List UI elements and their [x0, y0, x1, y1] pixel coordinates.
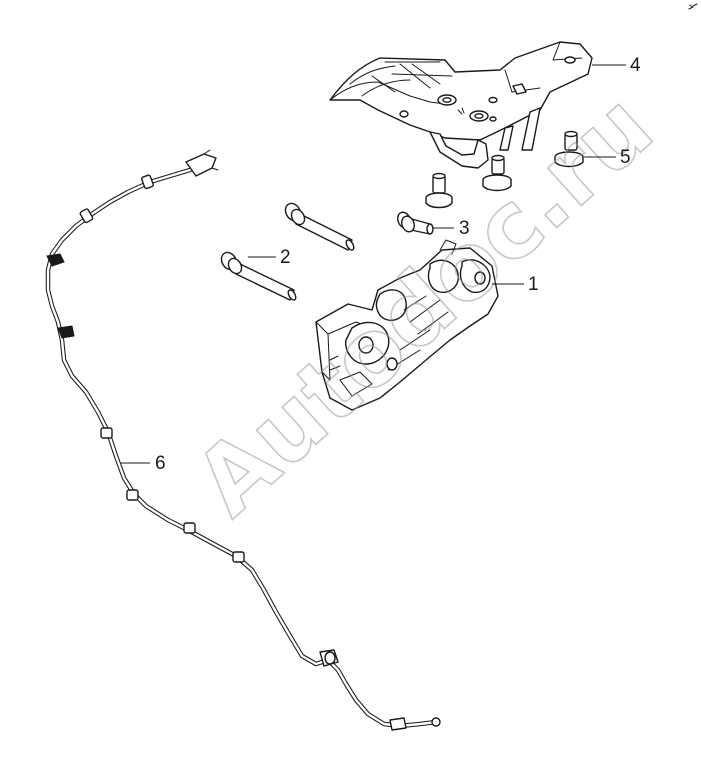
callout-2: 2 — [248, 247, 291, 268]
part-2-bolt-upper — [284, 202, 355, 251]
callout-label-4: 4 — [630, 55, 641, 76]
callout-label-3: 3 — [459, 218, 470, 239]
part-5-bolt-c — [425, 172, 453, 209]
callout-3: 3 — [432, 218, 470, 239]
part-2-bolt-lower — [220, 251, 297, 301]
callout-label-5: 5 — [620, 147, 631, 168]
part-1-latch — [315, 239, 499, 411]
corner-mark-icon — [688, 3, 698, 10]
callout-5: 5 — [583, 147, 631, 168]
part-4-bracket — [329, 41, 593, 169]
callout-6: 6 — [120, 453, 166, 474]
watermark-text: Autodoc.ru — [175, 73, 673, 536]
part-5-bolt-a — [554, 130, 584, 168]
part-3-bolt — [397, 211, 434, 235]
part-6-cable — [45, 149, 441, 731]
part-5-bolt-b — [482, 154, 512, 192]
callout-label-6: 6 — [155, 453, 166, 474]
callout-label-2: 2 — [280, 247, 291, 268]
callout-4: 4 — [592, 55, 641, 76]
callout-1: 1 — [492, 274, 539, 295]
callout-label-1: 1 — [528, 274, 539, 295]
